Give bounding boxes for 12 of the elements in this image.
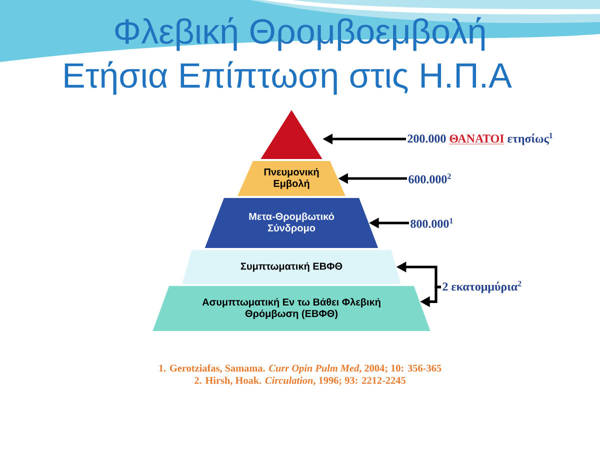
pyramid-band: Ασυμπτωματική Εν τω Βάθει Φλεβική Θρόμβωση (ΕΒΦΘ) [152, 286, 430, 331]
pyramid-band: Πνευμονική Εμβολή [238, 161, 346, 196]
reference-note: 2. Hirsh, Hoak. Circulation, 1996; 93: 2212-2245 [194, 376, 406, 386]
triangle [260, 110, 322, 159]
callout-text: 200.000 ΘΑΝΑΤΟΙ ετησίως$^{1}$ [408, 132, 552, 146]
callout-text: 600.000$^{2}$ [408, 174, 451, 184]
subtitle: Ετήσια Επίπτωση στις Η.Π.Α [64, 61, 512, 95]
reference-note: 1. Gerotziafas, Samama. Curr Opin Pulm Med, 2004; 10: 356-365 [159, 364, 442, 374]
pyramid-band: Συμπτωματική ΕΒΦΘ [182, 250, 401, 284]
callout-text: 2 εκατομμύρια$^{2}$ [442, 280, 522, 294]
callout-text: 800.000$^{1}$ [410, 218, 453, 228]
pyramid-band: Μετα-Θρομβωτικό Σύνδρομο [204, 198, 378, 248]
